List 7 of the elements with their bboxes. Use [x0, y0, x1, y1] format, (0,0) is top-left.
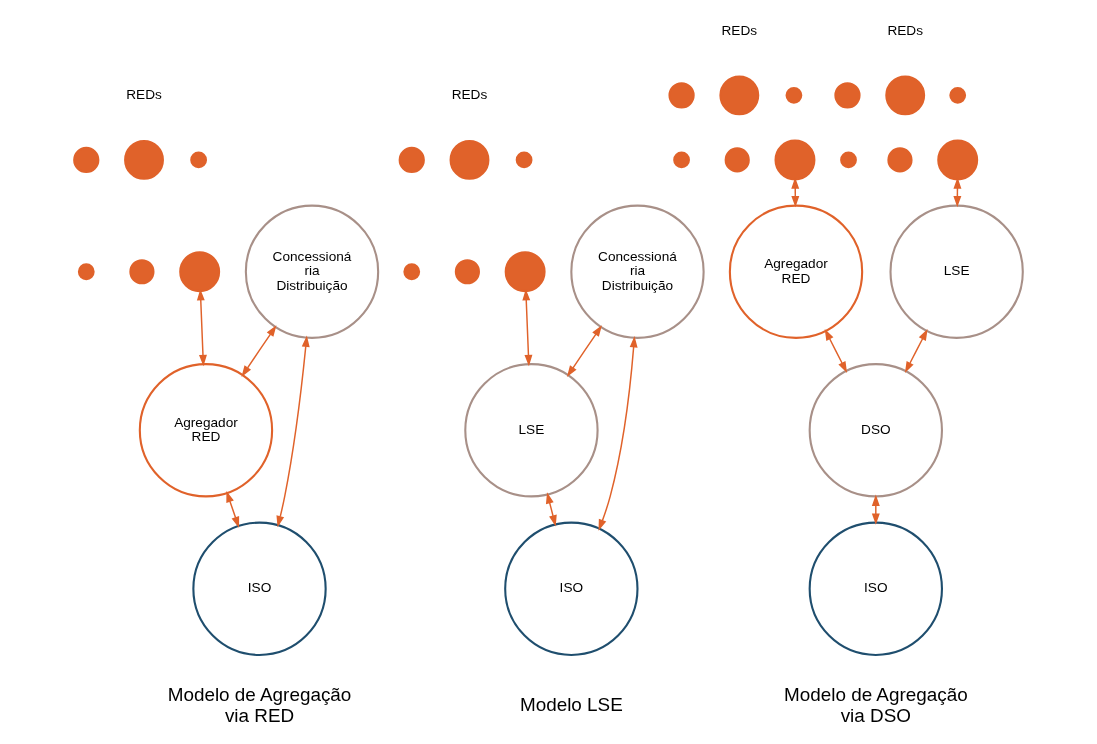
label: REDs — [887, 22, 924, 38]
label: Modelo LSE — [519, 694, 623, 716]
label: Modelo de Agregação via DSO — [783, 683, 968, 726]
label: REDs — [126, 86, 162, 102]
label: REDs — [721, 22, 758, 38]
label: Modelo de Agregação via RED — [167, 683, 352, 726]
label: REDs — [451, 86, 488, 102]
